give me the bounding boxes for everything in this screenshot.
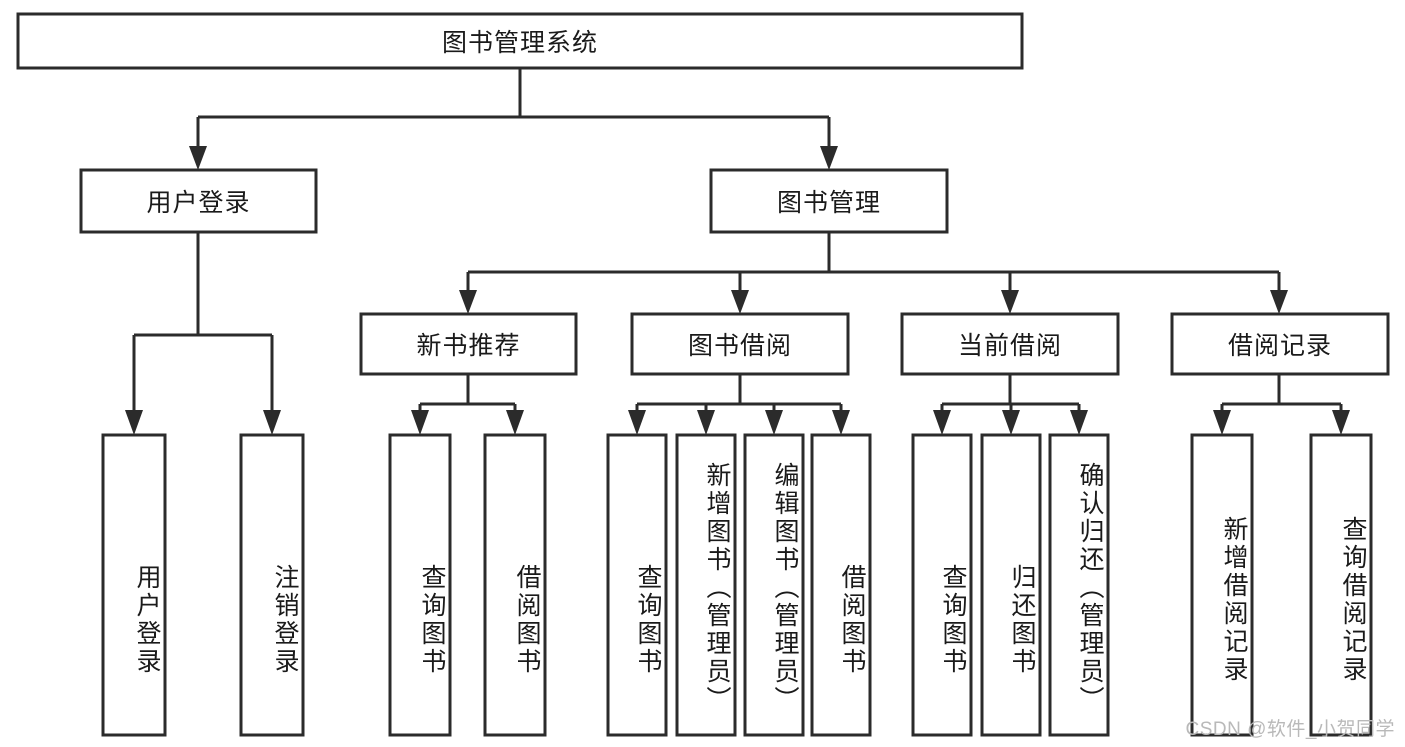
- node-root[interactable]: [16, 12, 1024, 70]
- arrowhead-leaf-rm-add: [1213, 410, 1231, 435]
- node-leaf-bor-lend[interactable]: [810, 433, 872, 737]
- arrowhead-records: [1270, 290, 1288, 314]
- arrowhead-leaf-user-logout: [263, 410, 281, 435]
- arrowhead-leaf-bor-lend: [832, 410, 850, 435]
- arrowhead-leaf-bor-add: [697, 410, 715, 435]
- node-books[interactable]: [709, 168, 949, 234]
- node-records[interactable]: [1170, 312, 1390, 376]
- arrowhead-leaf-bor-edit: [765, 410, 783, 435]
- node-leaf-bor-query[interactable]: [606, 433, 668, 737]
- node-leaf-bor-add[interactable]: [675, 433, 737, 737]
- arrowhead-login: [189, 146, 207, 170]
- node-leaf-cur-query[interactable]: [911, 433, 973, 737]
- node-borrow[interactable]: [630, 312, 850, 376]
- node-leaf-cur-return[interactable]: [980, 433, 1042, 737]
- node-leaf-user-logout[interactable]: [239, 433, 305, 737]
- arrowhead-leaf-user-login: [125, 410, 143, 435]
- node-leaf-user-login[interactable]: [101, 433, 167, 737]
- arrowhead-borrow: [731, 290, 749, 314]
- arrowhead-leaf-bor-query: [628, 410, 646, 435]
- node-leaf-cur-confirm[interactable]: [1048, 433, 1110, 737]
- node-leaf-bor-edit[interactable]: [743, 433, 805, 737]
- arrowhead-current: [1001, 290, 1019, 314]
- node-leaf-rm-query[interactable]: [1309, 433, 1373, 737]
- node-current[interactable]: [900, 312, 1120, 376]
- arrowhead-leaf-rec-query: [411, 410, 429, 435]
- node-box-group: [16, 12, 1390, 737]
- node-login[interactable]: [79, 168, 318, 234]
- arrowhead-leaf-cur-return: [1002, 410, 1020, 435]
- arrowhead-leaf-rec-borrow: [506, 410, 524, 435]
- connector-group: [125, 68, 1350, 435]
- csdn-watermark: CSDN @软件_小贺同学: [1185, 719, 1395, 740]
- arrowhead-recommend: [459, 290, 477, 314]
- arrowhead-leaf-cur-query: [933, 410, 951, 435]
- node-leaf-rm-add[interactable]: [1190, 433, 1254, 737]
- node-leaf-rec-query[interactable]: [388, 433, 452, 737]
- arrowhead-leaf-cur-confirm: [1070, 410, 1088, 435]
- arrowhead-leaf-rm-query: [1332, 410, 1350, 435]
- node-leaf-rec-borrow[interactable]: [483, 433, 547, 737]
- node-recommend[interactable]: [359, 312, 578, 376]
- arrowhead-books: [820, 146, 838, 170]
